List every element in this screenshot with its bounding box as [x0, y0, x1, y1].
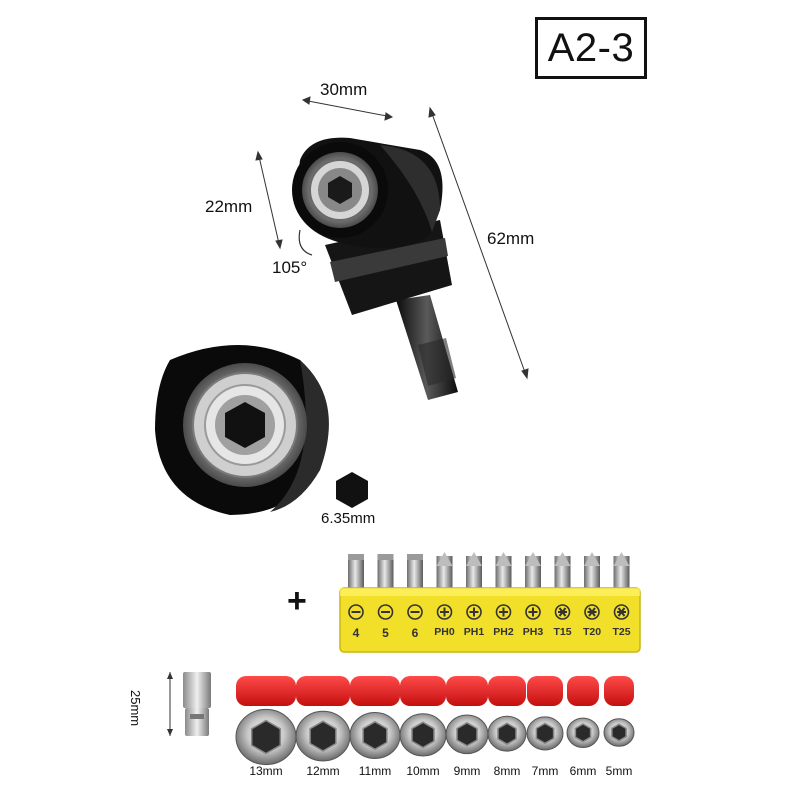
bit-set: [339, 552, 641, 653]
length-label: 62mm: [487, 229, 535, 248]
bit-label: T25: [612, 626, 631, 638]
socket-hex-icon: [574, 723, 592, 743]
socket-10mm: [399, 676, 447, 757]
socket-size-label: 13mm: [249, 764, 283, 778]
dimension-lines: [255, 96, 529, 380]
angle-arc: [298, 229, 313, 256]
socket-7mm: [526, 676, 564, 751]
socket-adapter: [167, 672, 211, 736]
angle-label: 105°: [272, 258, 308, 277]
socket-12mm: [295, 676, 351, 762]
bit-ph0: [436, 552, 453, 592]
socket-8mm: [487, 676, 527, 752]
socket-size-label: 5mm: [605, 764, 633, 778]
socket-set: [235, 676, 635, 766]
bit-label: PH1: [463, 626, 485, 638]
bit-label: PH3: [522, 626, 544, 638]
phillips-bit-icon: [525, 604, 541, 620]
socket-9mm: [445, 676, 489, 755]
width-dimension-line: [302, 99, 393, 118]
socket-hex-icon: [362, 720, 388, 751]
socket-6mm: [566, 676, 600, 749]
phillips-bit-icon: [466, 604, 482, 620]
bit-holder: [339, 587, 641, 653]
slotted-bit-icon: [407, 604, 423, 620]
bit-4: [348, 554, 364, 592]
height-label: 22mm: [205, 197, 253, 216]
socket-hex-icon: [611, 723, 627, 742]
phillips-bit-icon: [436, 604, 453, 620]
bit-label: T20: [582, 626, 602, 638]
hex-size-icon: [336, 472, 368, 508]
bearing-closeup: [155, 345, 329, 515]
hex-size-label: 6.35mm: [321, 510, 376, 527]
socket-size-label: 8mm: [493, 764, 521, 778]
torx-bit-icon: [613, 604, 630, 620]
width-label: 30mm: [320, 80, 368, 99]
angle-adapter: [292, 137, 458, 400]
torx-bit-icon: [554, 604, 571, 620]
slotted-bit-icon: [348, 604, 364, 620]
socket-hex-icon: [309, 720, 337, 752]
bit-label: T15: [553, 626, 572, 638]
bit-t20: [584, 552, 600, 592]
bit-ph1: [466, 552, 482, 592]
bit-label: 4: [352, 626, 360, 640]
socket-hex-icon: [456, 721, 478, 747]
bit-t25: [613, 552, 630, 592]
model-badge: A2-3: [535, 17, 647, 79]
bit-6: [407, 554, 423, 592]
torx-bit-icon: [584, 604, 600, 620]
socket-size-label: 7mm: [531, 764, 559, 778]
phillips-bit-icon: [495, 604, 512, 620]
extension-length-label: 25mm: [128, 690, 143, 727]
socket-hex-icon: [497, 722, 517, 746]
bit-ph2: [495, 552, 512, 592]
socket-size-label: 6mm: [569, 764, 597, 778]
plus-sign: +: [287, 582, 307, 620]
bit-label: 6: [411, 626, 419, 640]
socket-size-label: 12mm: [306, 764, 340, 778]
bit-ph3: [525, 552, 541, 592]
socket-hex-icon: [535, 722, 555, 745]
bit-label: PH2: [493, 626, 514, 638]
length-dimension-line: [429, 107, 528, 379]
bit-label: 5: [382, 626, 389, 640]
height-dimension-line: [257, 151, 281, 249]
bit-label: PH0: [434, 626, 455, 638]
socket-11mm: [349, 676, 401, 759]
socket-13mm: [235, 676, 297, 766]
slotted-bit-icon: [377, 604, 394, 620]
socket-size-label: 9mm: [453, 764, 481, 778]
socket-5mm: [603, 676, 635, 747]
bit-t15: [554, 552, 571, 592]
socket-hex-icon: [250, 719, 282, 755]
socket-size-label: 10mm: [406, 764, 440, 778]
socket-hex-icon: [411, 721, 435, 749]
hex-socket-icon: [328, 176, 352, 204]
bit-5: [377, 554, 394, 592]
socket-size-label: 11mm: [358, 764, 392, 778]
closeup-hex-icon: [225, 402, 265, 448]
